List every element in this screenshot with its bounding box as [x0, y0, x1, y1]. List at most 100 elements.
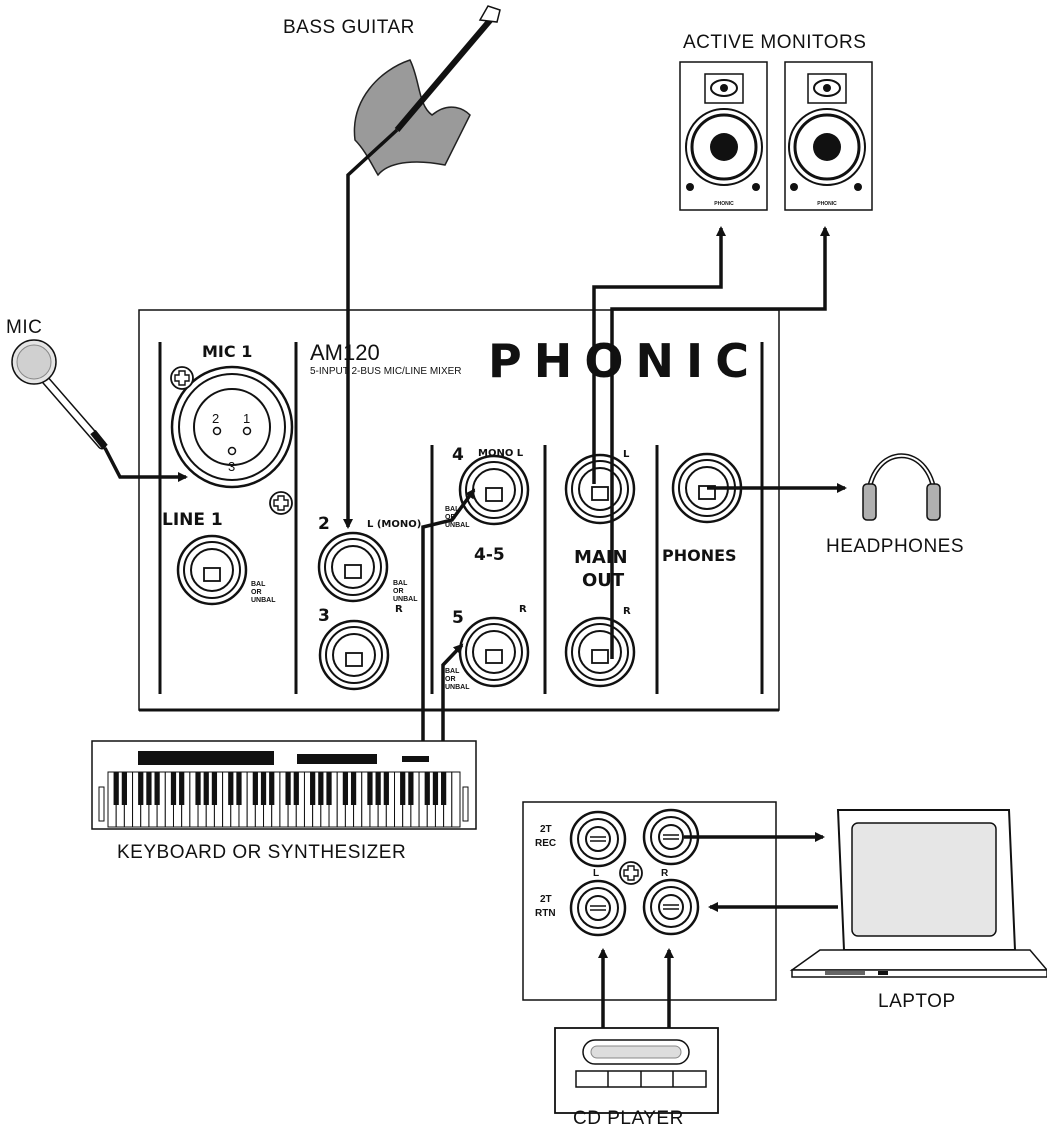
black-key	[441, 772, 447, 805]
rca-rtn-l[interactable]	[569, 879, 627, 937]
black-key	[113, 772, 119, 805]
screw-icon	[269, 491, 293, 515]
or-label: OR	[393, 588, 404, 595]
monitor-right-brand: PHONIC	[817, 201, 837, 207]
jack-ch3[interactable]	[318, 619, 390, 691]
black-key	[424, 772, 430, 805]
monitor-left: PHONIC	[679, 61, 768, 211]
black-key	[367, 772, 373, 805]
black-key	[195, 772, 201, 805]
jack-ch5[interactable]	[458, 616, 530, 688]
black-key	[310, 772, 316, 805]
black-key	[228, 772, 234, 805]
black-key	[269, 772, 275, 805]
black-key	[138, 772, 144, 805]
black-key	[318, 772, 324, 805]
unbal-label: UNBAL	[445, 684, 470, 691]
cable-keyboard-5	[441, 643, 464, 741]
unbal-label: UNBAL	[445, 522, 470, 529]
rca-rtn-r[interactable]	[642, 878, 700, 936]
black-key	[285, 772, 291, 805]
ch2-tag: L (MONO)	[367, 519, 421, 530]
microphone-icon	[11, 339, 108, 450]
main-out-l-tag: L	[623, 449, 630, 460]
unbal-label: UNBAL	[393, 596, 418, 603]
rear-l-label: L	[593, 868, 599, 879]
active-monitors-label: ACTIVE MONITORS	[683, 32, 866, 53]
ch5-tag: R	[519, 604, 527, 615]
black-key	[342, 772, 349, 805]
ch4-label: 4	[452, 445, 464, 465]
black-key	[350, 772, 357, 805]
cd-player-label: CD PLAYER	[573, 1108, 684, 1128]
xlr-input-mic1[interactable]: 2 1 3	[170, 365, 294, 489]
ch3-tag: R	[395, 604, 403, 615]
cable-keyboard-4	[421, 488, 476, 741]
main-out-r-tag: R	[623, 606, 631, 617]
black-key	[408, 772, 414, 805]
laptop-icon	[789, 809, 1047, 978]
cd-player-icon	[554, 1027, 719, 1114]
white-key	[451, 771, 461, 828]
rear-r-label: R	[661, 868, 669, 879]
keyboard-label: KEYBOARD OR SYNTHESIZER	[117, 842, 406, 863]
out-label: OUT	[582, 570, 625, 591]
rca-rec-l[interactable]	[569, 810, 627, 868]
jack-main-out-r[interactable]	[564, 616, 636, 688]
mixer-model: AM120	[310, 340, 380, 365]
cable-main-l	[592, 226, 726, 484]
bass-guitar-label: BASS GUITAR	[283, 17, 415, 38]
bal-label: BAL	[393, 580, 408, 587]
black-key	[293, 772, 299, 805]
black-key	[432, 772, 439, 805]
rtn-label: RTN	[535, 908, 556, 919]
ch5-label: 5	[452, 608, 464, 628]
bass-guitar-icon	[353, 5, 501, 177]
black-key	[252, 772, 258, 805]
keyboard-icon	[91, 740, 477, 830]
ch3-label: 3	[318, 606, 330, 626]
black-key	[154, 772, 160, 805]
screw-icon	[619, 861, 643, 885]
black-key	[400, 772, 406, 805]
or-label: OR	[445, 676, 456, 683]
main-label: MAIN	[574, 547, 628, 568]
unbal-label: UNBAL	[251, 597, 276, 604]
mic-label: MIC	[6, 317, 42, 338]
headphones-label: HEADPHONES	[826, 536, 964, 557]
mixer-subtitle: 5-INPUT 2-BUS MIC/LINE MIXER	[310, 366, 462, 377]
jack-main-out-l[interactable]	[564, 453, 636, 525]
bal-label: BAL	[445, 668, 460, 675]
ch2-label: 2	[318, 514, 330, 534]
black-key	[236, 772, 242, 805]
black-key	[375, 772, 381, 805]
xlr-pin-3: 3	[228, 459, 235, 474]
bal-label: BAL	[251, 581, 266, 588]
cables	[103, 128, 847, 1028]
rec-2t-label: 2T	[540, 824, 552, 835]
black-key	[211, 772, 218, 805]
xlr-pin-1: 1	[243, 411, 250, 426]
or-label: OR	[445, 514, 456, 521]
black-key	[146, 772, 152, 805]
jack-ch2[interactable]	[317, 531, 389, 603]
jack-line1[interactable]	[176, 534, 248, 606]
ch45-label: 4-5	[474, 545, 505, 565]
monitor-right: PHONIC	[784, 61, 873, 211]
bal-label: BAL	[445, 506, 460, 513]
ch4-tag: MONO L	[478, 448, 524, 459]
black-key	[179, 772, 185, 805]
black-key	[383, 772, 389, 805]
black-key	[121, 772, 127, 805]
rec-label: REC	[535, 838, 556, 849]
black-key	[170, 772, 177, 805]
laptop-label: LAPTOP	[878, 991, 956, 1012]
cable-bass	[343, 128, 399, 529]
headphones-icon	[862, 453, 941, 521]
black-key	[260, 772, 267, 805]
or-label: OR	[251, 589, 262, 596]
black-key	[326, 772, 332, 805]
jack-ch4[interactable]	[458, 454, 530, 526]
rtn-2t-label: 2T	[540, 894, 552, 905]
